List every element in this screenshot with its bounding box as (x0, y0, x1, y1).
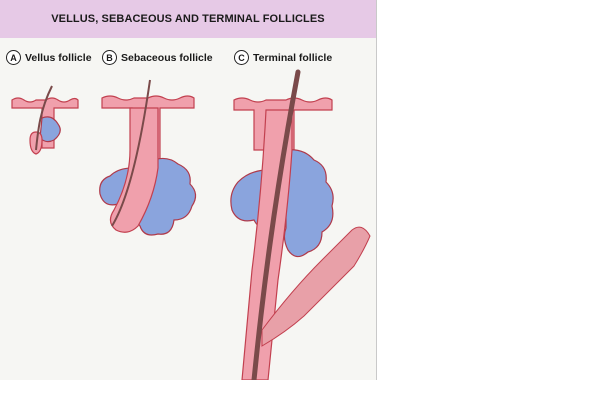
vellus-follicle (11, 85, 79, 155)
vellus-hair (35, 85, 53, 151)
panel-label-a: A Vellus follicle (6, 50, 92, 65)
panel-title-a: Vellus follicle (25, 51, 92, 64)
terminal-follicle (230, 69, 371, 380)
sebaceous-follicle (99, 79, 197, 236)
follicle-illustration (11, 69, 371, 380)
arrector-pili-muscle (261, 226, 371, 347)
vellus-gland (39, 116, 61, 143)
terminal-gland-right (283, 149, 334, 258)
figure-title: VELLUS, SEBACEOUS AND TERMINAL FOLLICLES (51, 13, 325, 25)
panel-letter-b: B (102, 50, 117, 65)
title-bar: VELLUS, SEBACEOUS AND TERMINAL FOLLICLES (0, 0, 376, 38)
figure: VELLUS, SEBACEOUS AND TERMINAL FOLLICLES… (0, 0, 377, 380)
panel-label-c: C Terminal follicle (234, 50, 332, 65)
panel-title-b: Sebaceous follicle (121, 51, 213, 64)
panel-letter-c: C (234, 50, 249, 65)
terminal-hair (251, 69, 301, 380)
panel-title-c: Terminal follicle (253, 51, 333, 64)
sebaceous-duct (109, 107, 159, 233)
sebaceous-hair (111, 79, 151, 227)
panel-label-b: B Sebaceous follicle (102, 50, 213, 65)
panel-letter-a: A (6, 50, 21, 65)
